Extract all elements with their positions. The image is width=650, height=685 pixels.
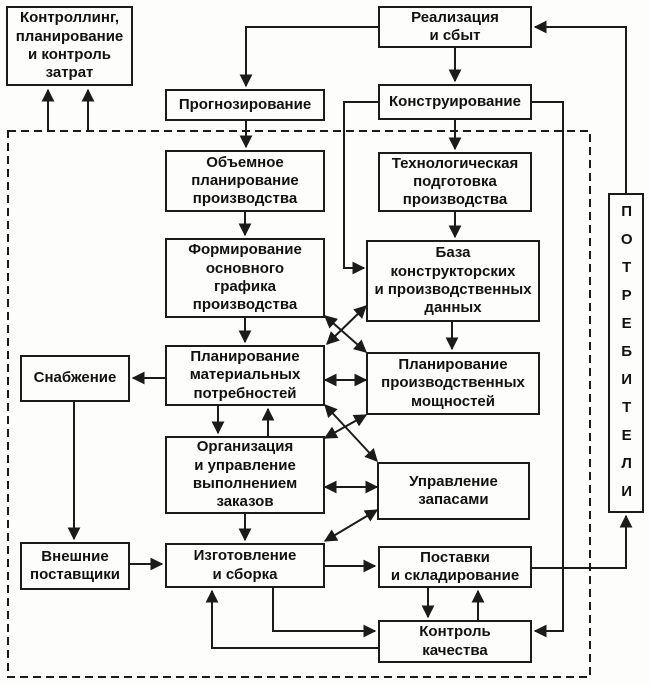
node-snabzhenie: Снабжение [20,355,130,402]
node-konstruirovanie: Конструирование [378,84,532,120]
edge-kontrol-izgotovlenie [205,589,378,649]
node-organizacia-zakazov: Организация и управление выполнением зак… [165,436,325,514]
edge-diag-formirovanie-planmosch [324,315,367,353]
node-kontrol-kachestva: Контроль качества [378,620,532,663]
edge-diag-izgotovlenie-upravlenie [323,509,379,542]
node-realizacia: Реализация и сбыт [378,6,532,48]
edge-potrebiteli-realizacia [533,20,627,193]
node-izgotovlenie-sborka: Изготовление и сборка [165,543,325,588]
node-prognozirovanie: Прогнозирование [165,89,325,121]
edge-diag-planmat-baza [326,305,367,345]
node-upravlenie-zapasami: Управление запасами [377,462,530,520]
node-obemnoe-planirovanie: Объемное планирование производства [165,150,325,212]
node-tehnologicheskaya: Технологическая подготовка производства [378,152,532,212]
edge-konstruirovanie-kontrol [532,101,564,638]
node-vneshnie-postavschiki: Внешние поставщики [20,542,130,590]
node-planirovanie-moschnostej: Планирование производственных мощностей [366,352,540,415]
edge-realizacia-prognoz [239,26,378,88]
node-baza-dannyh: База конструкторских и производственных … [366,240,540,322]
node-planirovanie-potrebnostej: Планирование материальных потребностей [165,345,325,406]
node-potrebiteli: ПОТРЕБИТЕЛИ [608,193,644,513]
edge-izgotovlenie-kontrol [272,588,377,638]
edge-konstruirovanie-baza [343,101,378,275]
node-kontrolling: Контроллинг, планирование и контроль зат… [6,6,133,86]
node-postavki-skladirovanie: Поставки и складирование [378,546,532,588]
system-boundary-dashed [7,130,591,678]
edge-diag-organizacia-planmosch [323,414,368,439]
edge-postavki-potrebiteli [532,514,633,569]
node-formirovanie-grafika: Формирование основного графика производс… [165,238,325,318]
